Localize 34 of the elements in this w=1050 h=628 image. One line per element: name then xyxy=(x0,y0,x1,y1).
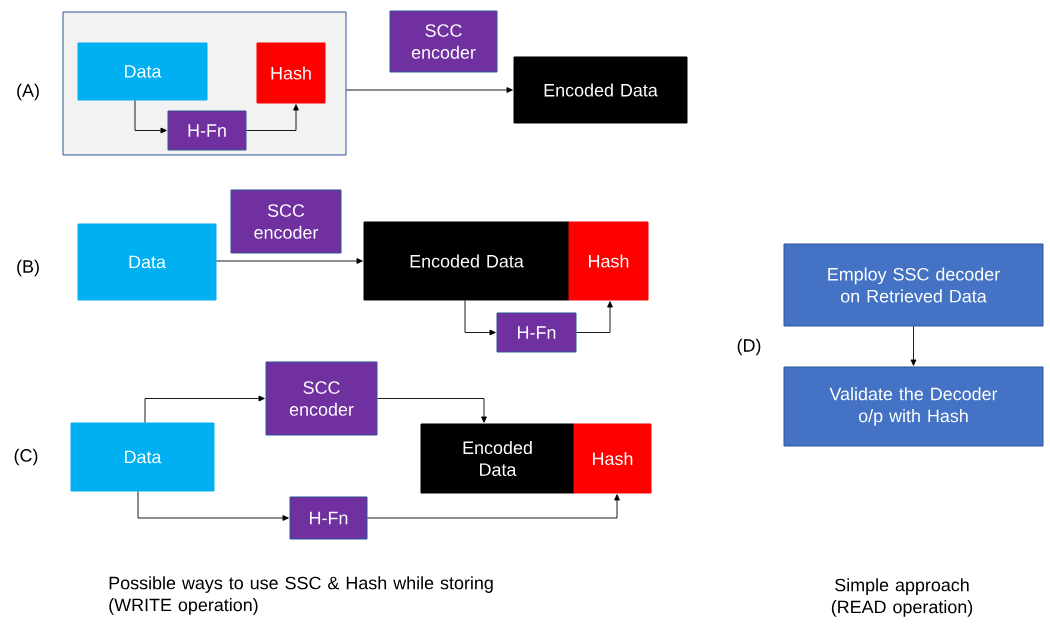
caption: Simple approach (READ operation) xyxy=(831,578,973,617)
arrow xyxy=(134,100,167,134)
process-box: SCC encoder xyxy=(230,189,342,254)
process-box: H-Fn xyxy=(496,312,577,353)
process-box: Hash xyxy=(568,221,649,301)
process-box: H-Fn xyxy=(167,110,247,151)
arrow xyxy=(246,104,299,131)
caption: Possible ways to use SSC & Hash while storing (WRITE operation) xyxy=(109,576,493,615)
panel-label: (B) xyxy=(17,259,39,277)
process-box: Encoded Data xyxy=(420,423,575,494)
panel-label: (D) xyxy=(737,338,761,356)
process-box: Data xyxy=(77,42,208,101)
process-box: Encoded Data xyxy=(513,56,688,124)
process-box: Hash xyxy=(256,42,326,104)
process-box: SCC encoder xyxy=(265,361,378,436)
arrow xyxy=(346,87,513,93)
arrow xyxy=(464,300,496,336)
arrow xyxy=(144,395,265,423)
panel-label: (C) xyxy=(14,448,38,466)
panel-label: (A) xyxy=(17,83,39,101)
process-box: Employ SSC decoder on Retrieved Data xyxy=(783,243,1044,327)
arrow xyxy=(367,494,620,519)
arrow xyxy=(576,301,613,333)
arrow xyxy=(137,491,289,521)
process-box: Data xyxy=(77,223,217,301)
process-box: Data xyxy=(70,422,215,492)
process-box: Hash xyxy=(573,423,652,494)
process-box: Validate the Decoder o/p with Hash xyxy=(783,366,1044,447)
arrow xyxy=(377,398,487,423)
arrow xyxy=(216,258,363,264)
arrow xyxy=(910,326,917,366)
process-box: SCC encoder xyxy=(389,10,498,73)
process-box: H-Fn xyxy=(289,496,368,540)
process-box: Encoded Data xyxy=(363,221,570,301)
